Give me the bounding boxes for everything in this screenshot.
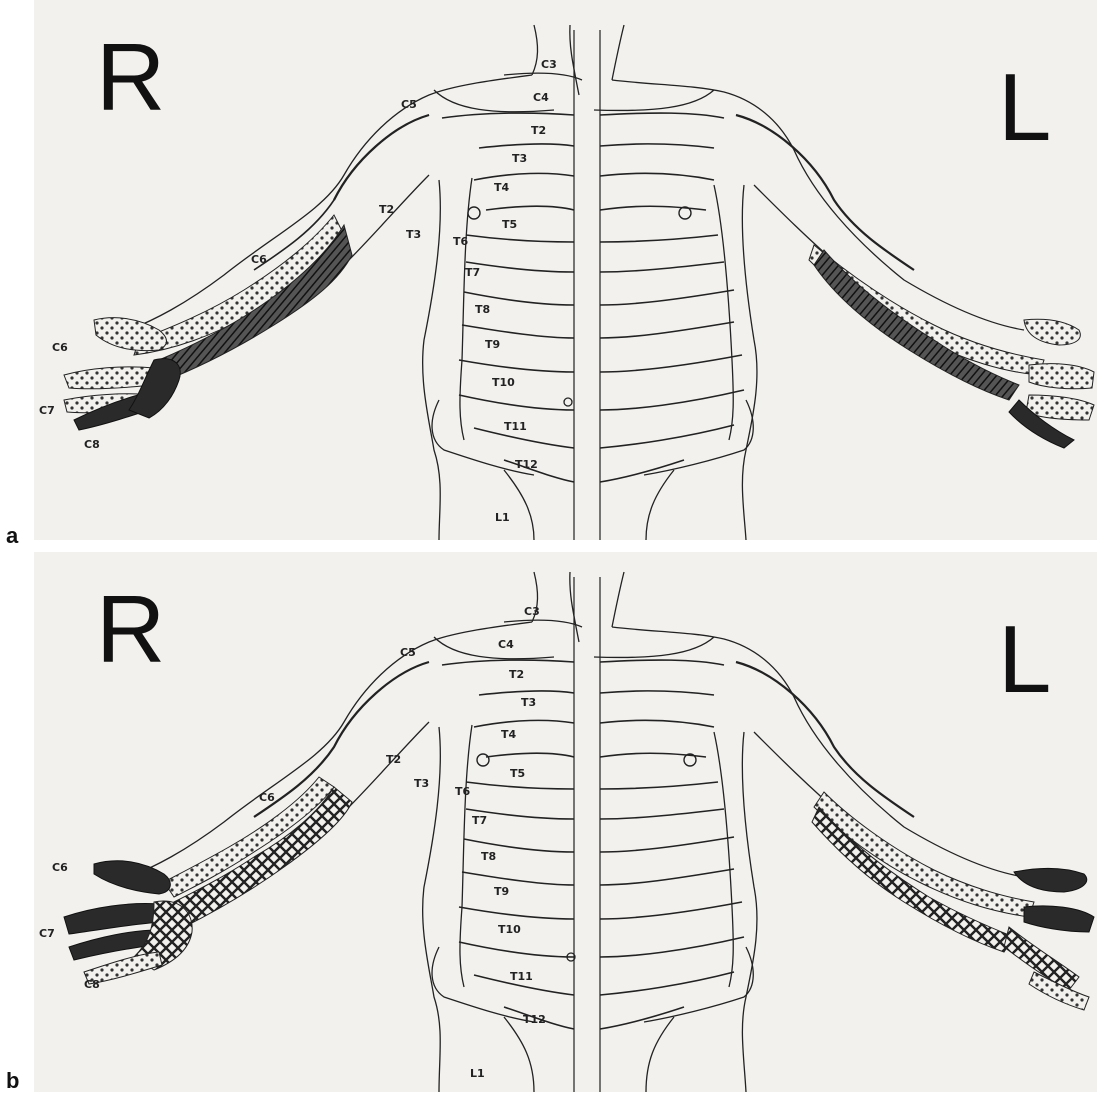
label-t6: T6 — [455, 785, 471, 798]
label-c4: C4 — [498, 638, 514, 651]
label-c6: C6 — [52, 341, 68, 354]
label-t2: T2 — [531, 124, 546, 137]
panel-a-letter: a — [6, 523, 18, 549]
label-l1: L1 — [495, 511, 510, 524]
label-t12: T12 — [515, 458, 538, 471]
label-t9: T9 — [485, 338, 500, 351]
label-t4: T4 — [501, 728, 517, 741]
label-c4: C4 — [533, 91, 549, 104]
label-t11: T11 — [504, 420, 527, 433]
label-t8: T8 — [475, 303, 490, 316]
body-outline-b: C3 C4 C5 T2 T3 T4 T5 T6 T2 T3 T7 T8 T9 T… — [34, 552, 1097, 1092]
label-l1: L1 — [470, 1067, 485, 1080]
label-c7: C7 — [39, 404, 55, 417]
label-t3: T3 — [512, 152, 527, 165]
left-side-label: L — [998, 60, 1051, 156]
nipple-right-icon — [477, 754, 489, 766]
label-t7: T7 — [465, 266, 480, 279]
label-t3-arm: T3 — [414, 777, 429, 790]
label-t6: T6 — [453, 235, 469, 248]
navel-icon — [564, 398, 572, 406]
label-c7: C7 — [39, 927, 55, 940]
label-t9: T9 — [494, 885, 509, 898]
label-t3-arm: T3 — [406, 228, 421, 241]
label-c8: C8 — [84, 438, 100, 451]
label-c3: C3 — [524, 605, 540, 618]
nipple-left-icon — [679, 207, 691, 219]
label-c6: C6 — [52, 861, 68, 874]
label-c5: C5 — [401, 98, 417, 111]
label-c6-arm: C6 — [259, 791, 275, 804]
label-c8: C8 — [84, 978, 100, 991]
label-c6-arm: C6 — [251, 253, 267, 266]
label-t3: T3 — [521, 696, 536, 709]
label-t2-arm: T2 — [379, 203, 394, 216]
label-t7: T7 — [472, 814, 487, 827]
label-t5: T5 — [502, 218, 517, 231]
right-side-label: R — [96, 582, 165, 678]
body-outline-a: C3 C4 C5 T2 T3 T4 T5 T6 T2 T3 T7 T8 T9 T… — [34, 0, 1097, 540]
panel-b-dermatome-diagram: R L — [34, 552, 1097, 1092]
left-side-label: L — [998, 612, 1051, 708]
label-t8: T8 — [481, 850, 496, 863]
label-t5: T5 — [510, 767, 525, 780]
label-t2-arm: T2 — [386, 753, 401, 766]
label-c5: C5 — [400, 646, 416, 659]
label-t4: T4 — [494, 181, 510, 194]
right-side-label: R — [96, 30, 165, 126]
label-t2: T2 — [509, 668, 524, 681]
panel-b-letter: b — [6, 1068, 19, 1094]
label-t11: T11 — [510, 970, 533, 983]
nipple-right-icon — [468, 207, 480, 219]
label-c3: C3 — [541, 58, 557, 71]
label-t12: T12 — [523, 1013, 546, 1026]
label-t10: T10 — [492, 376, 515, 389]
panel-a-dermatome-diagram: R L — [34, 0, 1097, 540]
label-t10: T10 — [498, 923, 521, 936]
